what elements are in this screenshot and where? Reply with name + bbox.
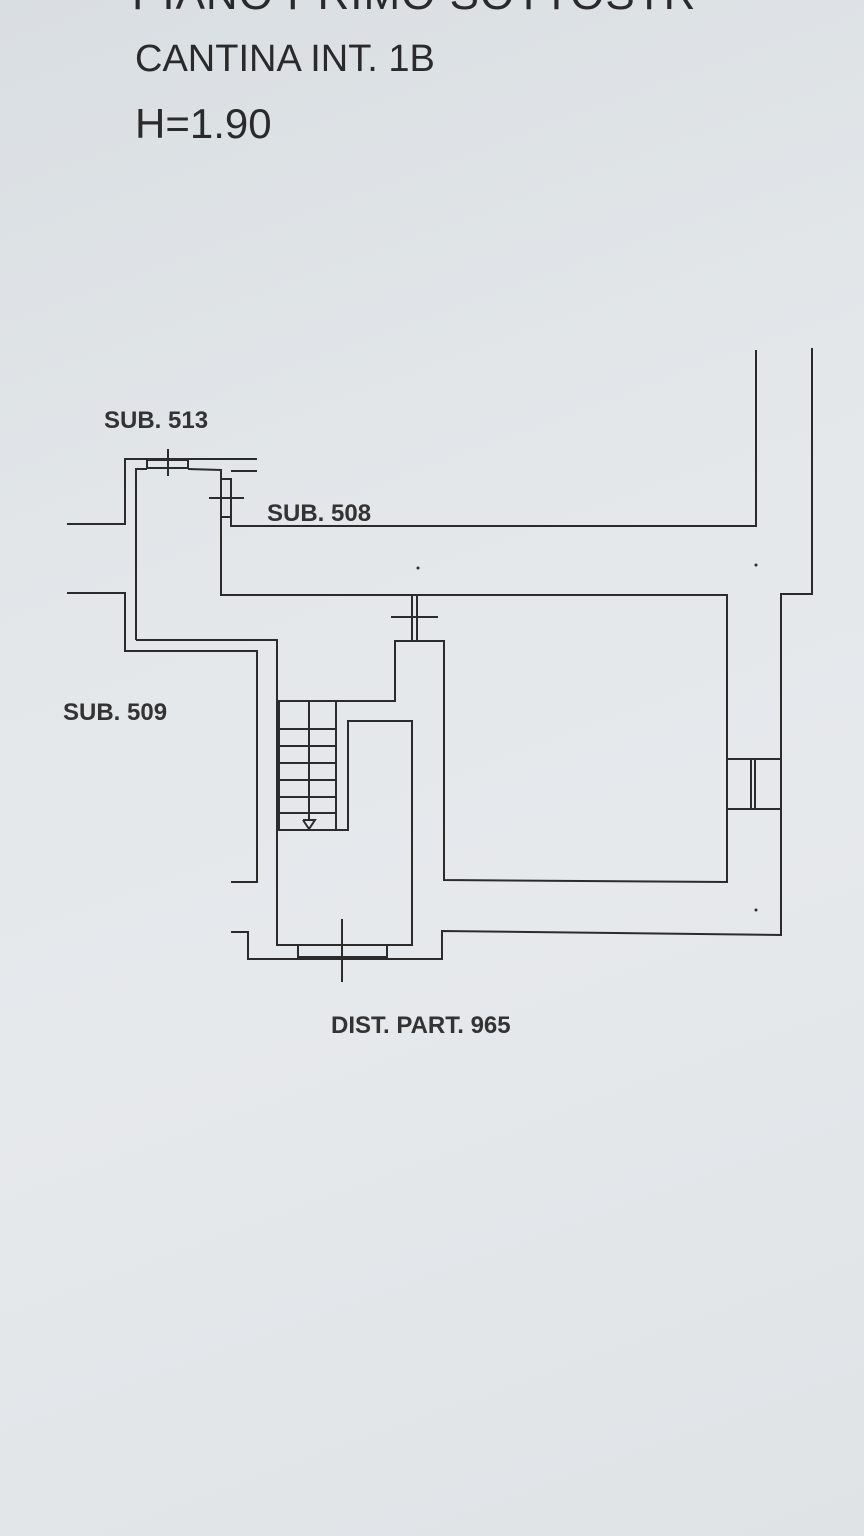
plan-title-partial: PIANO PRIMO SOTTOSTR (132, 0, 696, 20)
label-sub-513: SUB. 513 (104, 407, 209, 434)
label-dist-part: DIST. PART. 965 (331, 1012, 511, 1039)
walls (67, 348, 813, 960)
stair-arrow-icon (302, 819, 317, 831)
unit-label: CANTINA INT. 1B (135, 38, 435, 80)
ceiling-height: H=1.90 (135, 100, 272, 147)
label-sub-509: SUB. 509 (63, 699, 168, 726)
doors (146, 449, 782, 982)
stairs (278, 700, 337, 831)
label-sub-508: SUB. 508 (267, 500, 372, 527)
